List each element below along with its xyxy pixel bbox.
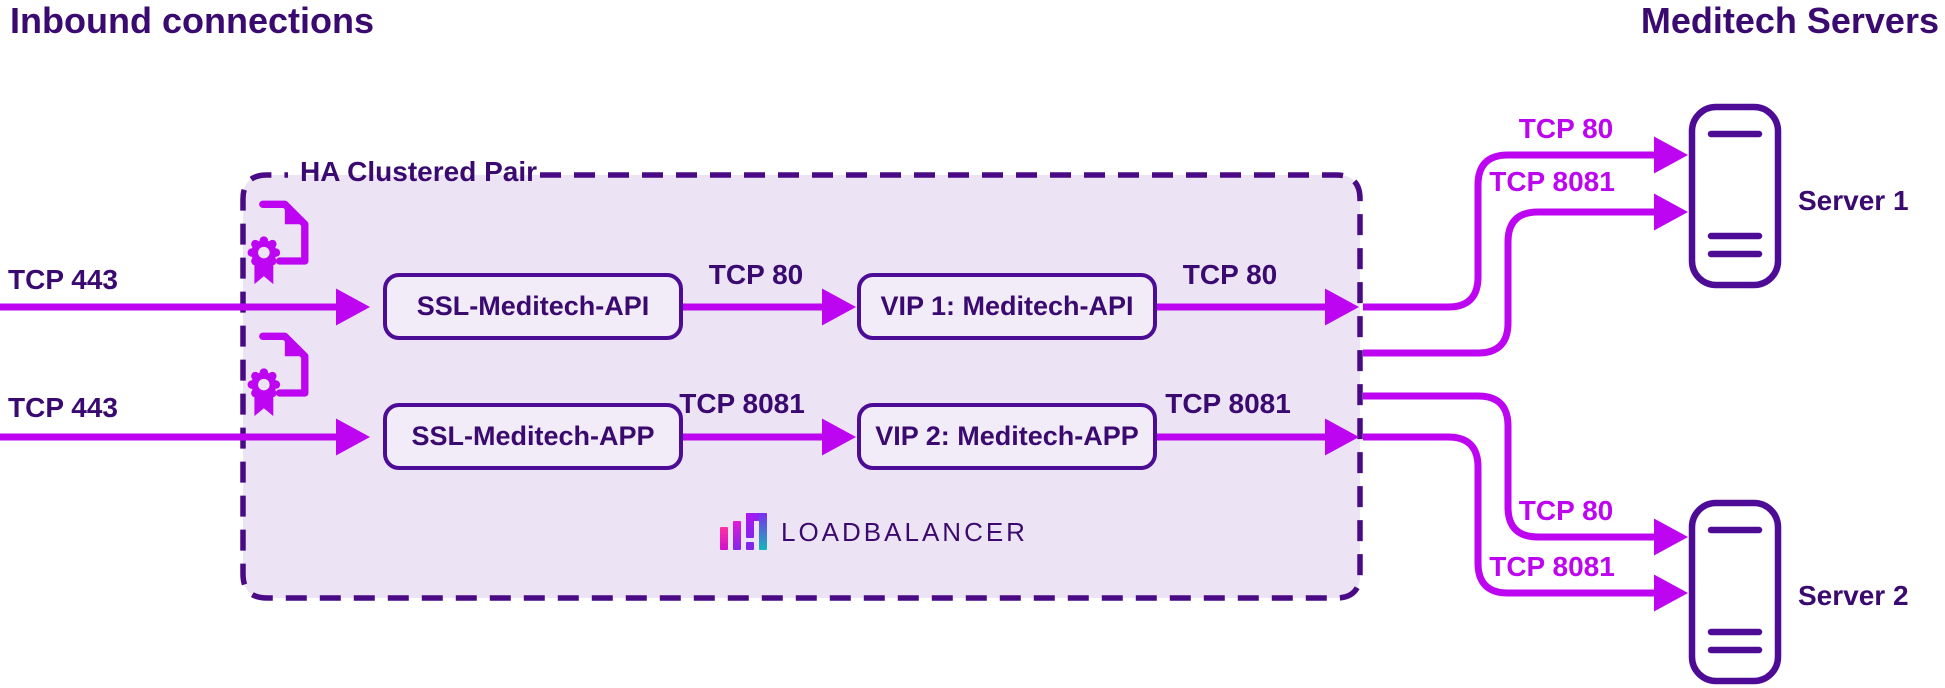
- connector-server2-tcp80: [1363, 392, 1688, 556]
- loadbalancer-wordmark: LOADBALANCER: [781, 516, 1028, 547]
- arrow-vip-out-api: [1157, 288, 1359, 326]
- meditech-servers-title: Meditech Servers: [1640, 0, 1939, 41]
- arrow-vip-out-app: [1157, 418, 1359, 456]
- label-ssl-to-vip-api-port: TCP 80: [708, 259, 804, 290]
- loadbalancer-logo: LOADBALANCER: [718, 510, 1028, 554]
- arrow-inbound-api: [0, 288, 370, 326]
- connector-server2-tcp8081: [1363, 433, 1688, 612]
- label-vip-out-api-port: TCP 80: [1182, 259, 1278, 290]
- label-server1-tcp8081: TCP 8081: [1489, 166, 1615, 197]
- label-server2-tcp8081: TCP 8081: [1489, 551, 1615, 582]
- node-ssl-meditech-app: SSL-Meditech-APP: [383, 403, 683, 470]
- ha-clustered-pair-label: HA Clustered Pair: [300, 156, 538, 187]
- label-vip-out-app-port: TCP 8081: [1165, 388, 1291, 419]
- server2-label: Server 2: [1798, 580, 1909, 611]
- label-inbound-api-port: TCP 443: [8, 264, 118, 295]
- node-vip2-meditech-app: VIP 2: Meditech-APP: [857, 403, 1157, 470]
- node-ssl-meditech-api: SSL-Meditech-API: [383, 273, 683, 340]
- server1-label: Server 1: [1798, 185, 1909, 216]
- server1-icon: [1692, 107, 1778, 285]
- label-server1-tcp80: TCP 80: [1518, 113, 1614, 144]
- arrow-ssl-to-vip-app: [683, 418, 856, 456]
- label-inbound-app-port: TCP 443: [8, 392, 118, 423]
- arrow-ssl-to-vip-api: [683, 288, 856, 326]
- connector-server1-tcp8081: [1363, 193, 1688, 357]
- node-vip1-meditech-api: VIP 1: Meditech-API: [857, 273, 1157, 340]
- arrow-inbound-app: [0, 418, 370, 456]
- connector-server1-tcp80: [1363, 136, 1688, 311]
- server2-icon: [1692, 503, 1778, 681]
- inbound-connections-title: Inbound connections: [10, 0, 374, 41]
- loadbalancer-bars-icon: [718, 512, 768, 552]
- label-ssl-to-vip-app-port: TCP 8081: [679, 388, 805, 419]
- label-server2-tcp80: TCP 80: [1518, 495, 1614, 526]
